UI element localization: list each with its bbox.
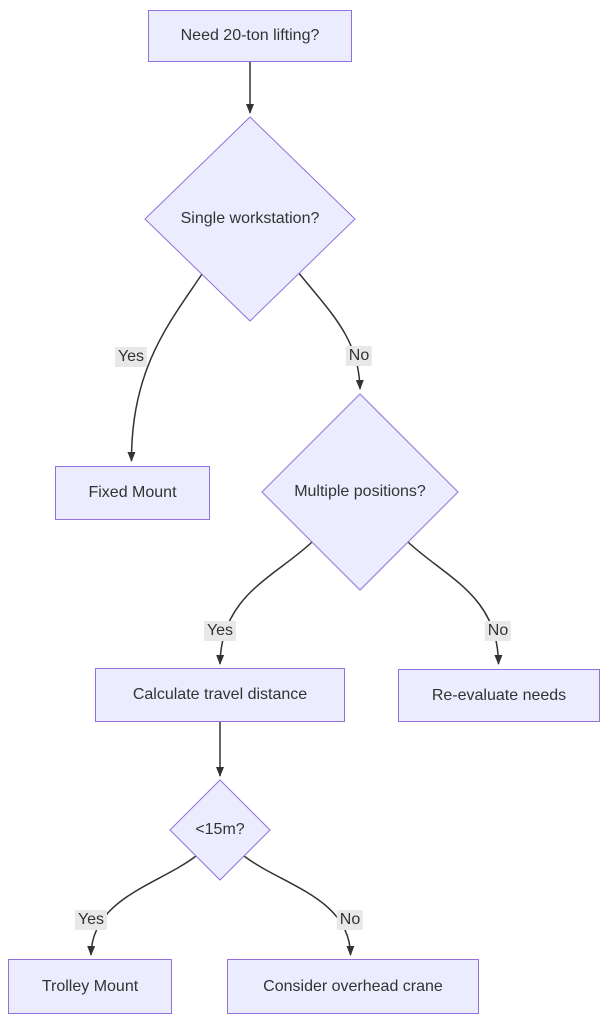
edge-label-single-no: No: [345, 346, 373, 366]
edge-multiple-positions-yes: [216, 541, 313, 665]
decision-multiple-positions-label: Multiple positions?: [294, 483, 426, 500]
diamond-shape-multiple-positions: [261, 393, 459, 591]
edge-single-workstation-no: [297, 271, 364, 390]
decision-multiple-positions: Multiple positions?: [261, 393, 459, 591]
edge-under-15m-yes: [87, 855, 197, 956]
edge-multiple-positions-no: [407, 541, 503, 665]
diamond-shape-single-workstation: [144, 116, 356, 322]
decision-under-15m: <15m?: [169, 779, 271, 881]
edge-single-workstation-yes: [127, 273, 203, 462]
node-trolley-mount: Trolley Mount: [8, 959, 172, 1014]
decision-single-workstation: Single workstation?: [144, 116, 356, 322]
node-consider-overhead-crane: Consider overhead crane: [227, 959, 479, 1014]
edge-label-single-yes: Yes: [114, 347, 148, 367]
edge-label-under15-no: No: [336, 910, 364, 930]
decision-under-15m-label: <15m?: [195, 821, 245, 838]
node-need-20-ton-lifting: Need 20-ton lifting?: [148, 10, 352, 62]
diamond-shape-under-15m: [169, 779, 271, 881]
decision-single-workstation-label: Single workstation?: [180, 210, 320, 227]
node-re-evaluate-needs: Re-evaluate needs: [398, 669, 600, 722]
edge-label-multiple-no: No: [484, 621, 512, 641]
edge-label-under15-yes: Yes: [74, 910, 108, 930]
node-calculate-travel-distance: Calculate travel distance: [95, 668, 345, 722]
edge-under-15m-no: [243, 855, 355, 956]
edge-label-multiple-yes: Yes: [203, 621, 237, 641]
node-fixed-mount: Fixed Mount: [55, 466, 210, 520]
